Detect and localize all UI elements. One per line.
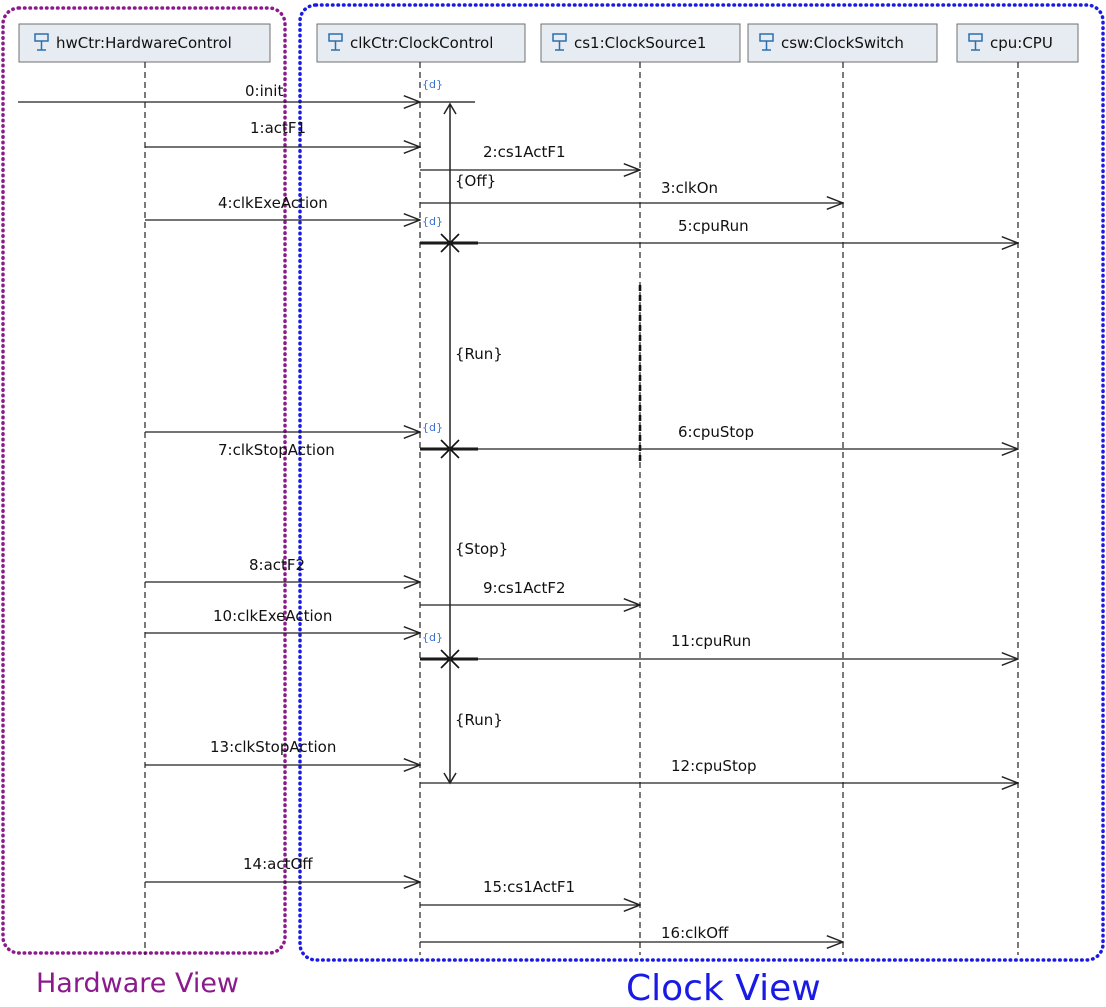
message-label: 3:clkOn bbox=[661, 179, 718, 197]
message-label: 12:cpuStop bbox=[671, 757, 757, 775]
message-label: 4:clkExeAction bbox=[218, 194, 328, 212]
message-label: 13:clkStopAction bbox=[210, 738, 336, 756]
lifeline-head-csw[interactable]: csw:ClockSwitch bbox=[747, 23, 938, 63]
message-label: 0:init bbox=[245, 82, 283, 100]
message-label: 2:cs1ActF1 bbox=[483, 143, 566, 161]
duration-tag: {d} bbox=[422, 215, 443, 228]
state-label: {Run} bbox=[455, 345, 503, 363]
participant-icon bbox=[759, 33, 774, 51]
message-label: 16:clkOff bbox=[661, 924, 729, 942]
message-label: 8:actF2 bbox=[249, 556, 305, 574]
clock-view-frame bbox=[298, 3, 1105, 962]
hardware-view-frame bbox=[1, 6, 287, 955]
message-label: 15:cs1ActF1 bbox=[483, 878, 575, 896]
state-label: {Stop} bbox=[455, 540, 508, 558]
lifeline-label: csw:ClockSwitch bbox=[781, 34, 904, 52]
duration-tag: {d} bbox=[422, 78, 443, 91]
clock-view-title: Clock View bbox=[626, 968, 821, 1007]
hardware-view-title: Hardware View bbox=[36, 968, 239, 999]
participant-icon bbox=[552, 33, 567, 51]
message-label: 6:cpuStop bbox=[678, 423, 754, 441]
lifeline-head-clkCtr[interactable]: clkCtr:ClockControl bbox=[316, 23, 526, 63]
lifeline-head-cs1[interactable]: cs1:ClockSource1 bbox=[540, 23, 741, 63]
message-label: 10:clkExeAction bbox=[213, 607, 332, 625]
state-label: {Off} bbox=[455, 172, 496, 190]
participant-icon bbox=[968, 33, 983, 51]
duration-tag: {d} bbox=[422, 631, 443, 644]
state-label: {Run} bbox=[455, 711, 503, 729]
message-label: 9:cs1ActF2 bbox=[483, 579, 566, 597]
lifeline-label: cpu:CPU bbox=[990, 34, 1053, 52]
lifeline-label: hwCtr:HardwareControl bbox=[56, 34, 232, 52]
participant-icon bbox=[328, 33, 343, 51]
message-label: 14:actOff bbox=[243, 855, 313, 873]
duration-constraint bbox=[443, 102, 457, 785]
duration-tag: {d} bbox=[422, 421, 443, 434]
lifeline-head-hwCtr[interactable]: hwCtr:HardwareControl bbox=[18, 23, 271, 63]
lifeline-label: clkCtr:ClockControl bbox=[350, 34, 493, 52]
lifeline-label: cs1:ClockSource1 bbox=[574, 34, 706, 52]
message-label: 7:clkStopAction bbox=[218, 441, 335, 459]
message-label: 5:cpuRun bbox=[678, 217, 749, 235]
participant-icon bbox=[34, 33, 49, 51]
message-label: 1:actF1 bbox=[250, 119, 306, 137]
lifeline-head-cpu[interactable]: cpu:CPU bbox=[956, 23, 1079, 63]
message-label: 11:cpuRun bbox=[671, 632, 751, 650]
